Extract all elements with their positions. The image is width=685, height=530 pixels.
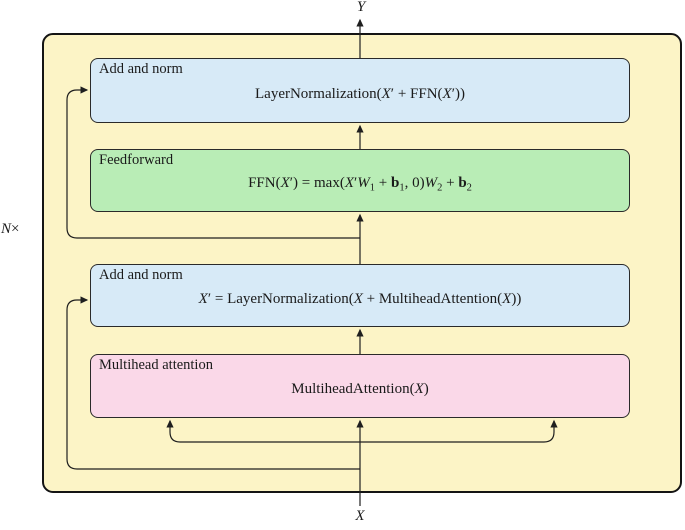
block-formula: LayerNormalization(X′ + FFN(X′))	[255, 85, 465, 102]
block-title: Multihead attention	[99, 357, 213, 373]
block-title: Add and norm	[99, 267, 183, 283]
output-label: Y	[356, 0, 366, 15]
block-formula: X′ = LayerNormalization(X + MultiheadAtt…	[198, 290, 522, 307]
block-multihead-attention: Multihead attention MultiheadAttention(X…	[90, 354, 630, 418]
block-add-and-norm-bottom: Add and norm X′ = LayerNormalization(X +…	[90, 264, 630, 327]
input-label: X	[355, 508, 365, 524]
repeat-count-label: N×	[1, 221, 20, 237]
block-title: Feedforward	[99, 152, 174, 168]
block-formula: FFN(X′) = max(X′W1 + b1, 0)W2 + b2	[248, 174, 472, 194]
block-feedforward: Feedforward FFN(X′) = max(X′W1 + b1, 0)W…	[90, 149, 630, 212]
block-formula: MultiheadAttention(X)	[291, 381, 429, 397]
block-add-and-norm-top: Add and norm LayerNormalization(X′ + FFN…	[90, 58, 630, 123]
block-title: Add and norm	[99, 61, 183, 77]
